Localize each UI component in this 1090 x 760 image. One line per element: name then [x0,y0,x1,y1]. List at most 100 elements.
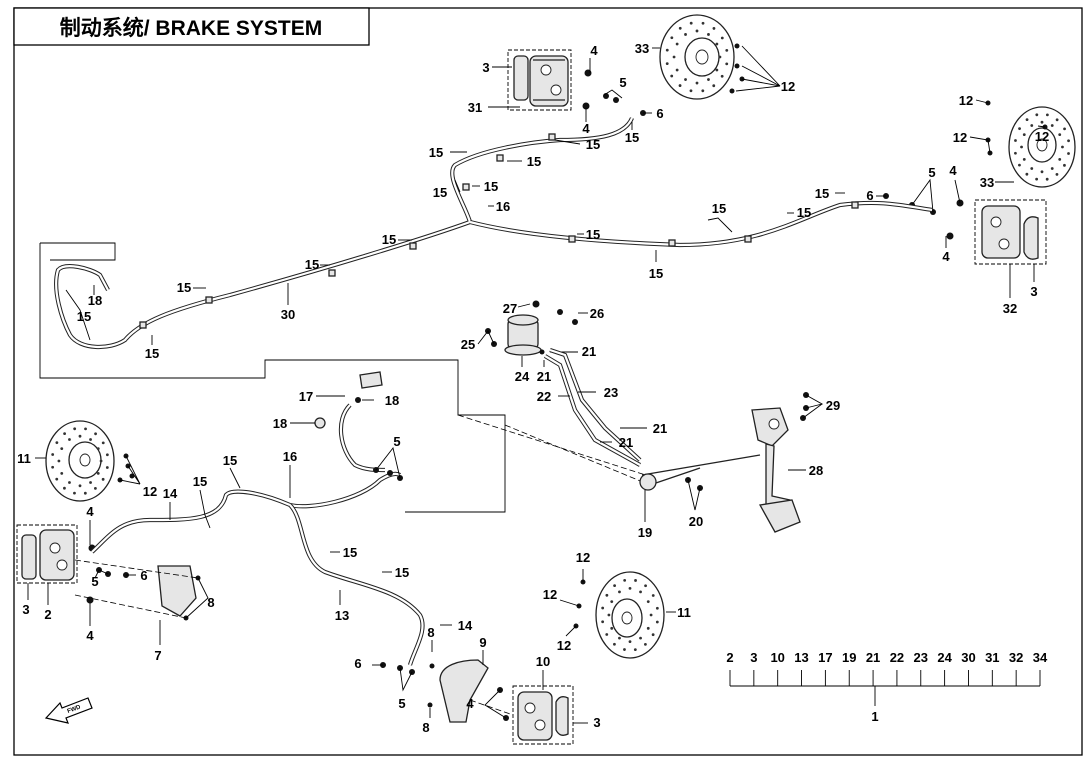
vent-hole [601,606,605,610]
vent-hole [1063,163,1066,167]
vent-hole [725,49,729,52]
vent-hole [651,594,655,597]
vent-hole [89,438,92,441]
vent-hole [725,62,729,66]
vent-hole [1018,127,1021,131]
vent-hole [607,613,611,617]
vent-hole [605,633,609,636]
callout-31-caliper: 31 [468,100,482,115]
callout-8-bolt: 8 [422,720,429,735]
vent-hole [718,55,722,59]
callout-15-clip: 15 [484,179,498,194]
vent-hole [613,584,616,588]
callout-8-bolt: 8 [427,625,434,640]
callout-12-disc-bolt: 12 [781,79,795,94]
callout-23-hose: 23 [604,385,618,400]
svg-text:FWD: FWD [67,704,83,715]
legend-member-number: 30 [961,650,975,665]
vent-hole [1025,118,1029,122]
vent-hole [684,78,687,81]
callout-14-bracket: 14 [458,618,473,633]
vent-hole [1045,113,1049,117]
callout-17-hose: 17 [299,389,313,404]
vent-hole [651,633,655,637]
vent-hole [96,472,100,475]
callout-12-disc-bolt: 12 [576,550,590,565]
callout-30-hose: 30 [281,307,295,322]
vent-hole [720,74,724,78]
title-box [13,7,370,46]
vent-hole [60,472,64,475]
callout-6-banjo-bolt: 6 [140,568,147,583]
legend-member-number: 3 [750,650,757,665]
callout-15-clip: 15 [305,257,319,272]
vent-hole [57,459,61,463]
vent-hole [720,36,724,40]
vent-hole [644,642,647,646]
vent-hole [701,21,705,25]
callout-21-clamp: 21 [582,344,596,359]
callout-15-clip: 15 [586,227,600,242]
vent-hole [1055,172,1059,176]
vent-hole [105,453,109,457]
vent-hole [101,441,105,445]
vent-hole [655,620,659,624]
callout-33-disc: 33 [635,41,649,56]
callout-3-caliper-pad: 3 [593,715,600,730]
rear-left-disc [573,571,665,659]
vent-hole [610,600,614,604]
vent-hole [78,434,82,438]
vent-hole [1055,118,1059,122]
callout-labels: 3 4 31 4 5 6 15 33 12 12 12 12 33 4 5 6 … [17,41,1049,735]
vent-hole [646,600,650,604]
callout-19-pushrod: 19 [638,525,652,540]
vent-hole [618,636,621,640]
vent-hole [701,89,705,93]
callout-11-disc: 11 [677,605,691,620]
legend-member-number: 17 [818,650,832,665]
callout-12-disc-bolt: 12 [953,130,967,145]
callout-22-hose: 22 [537,389,551,404]
vent-hole [51,453,55,456]
vent-hole [655,606,659,610]
vent-hole [1030,124,1034,127]
vent-hole [644,584,647,588]
callout-12-disc-bolt: 12 [143,484,157,499]
callout-12-disc-bolt: 12 [557,638,571,653]
front-right-caliper-group [507,49,646,116]
callout-15-clip: 15 [343,545,357,560]
legend-member-number: 23 [914,650,928,665]
vent-hole [601,620,605,624]
callout-18-sensor: 18 [385,393,399,408]
vent-hole [649,613,653,617]
callout-15-clip: 15 [797,205,811,220]
vent-hole [1061,145,1064,149]
vent-hole [639,590,642,594]
vent-hole [1063,127,1066,131]
vent-hole [55,441,59,445]
callout-15-clip: 15 [429,145,443,160]
callout-15-clip: 15 [433,185,447,200]
vent-hole [675,42,679,46]
callout-4-bolt: 4 [86,504,94,519]
vent-hole [695,29,699,33]
vent-hole [1058,158,1062,161]
legend-member-number: 32 [1009,650,1023,665]
callout-8-bolt: 8 [207,595,214,610]
vent-hole [605,593,609,597]
vent-hole [1022,158,1026,161]
vent-hole [78,484,82,488]
legend-member-number: 21 [866,650,880,665]
vent-hole [1035,113,1039,117]
callout-16-junction: 16 [496,199,510,214]
vent-hole [618,590,621,594]
callout-28-pedal: 28 [809,463,823,478]
callout-20-bolt: 20 [689,514,703,529]
callout-21-clamp: 21 [619,435,633,450]
callout-4-bolt: 4 [949,163,957,178]
rear-right-disc [985,100,1076,188]
vent-hole [73,491,76,495]
vent-hole [672,55,676,59]
vent-hole [689,89,693,93]
callout-15-clip: 15 [586,137,600,152]
